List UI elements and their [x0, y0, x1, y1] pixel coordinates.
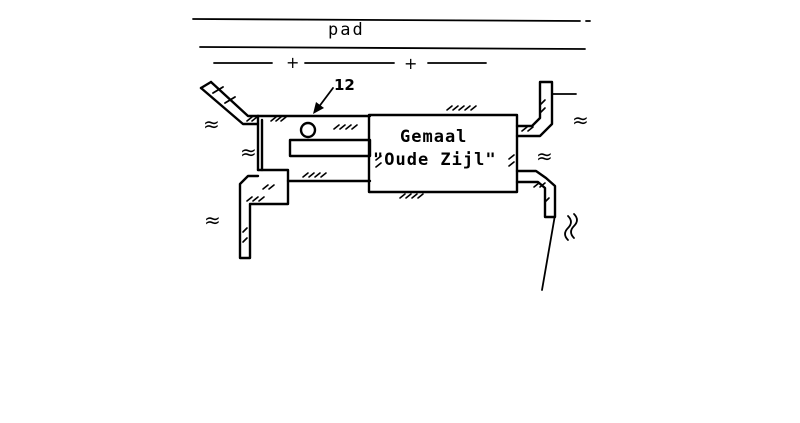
- water-symbols: ≈ ≈ ≈ ≈ ≈: [203, 108, 589, 241]
- reference-arrow-head: [313, 102, 324, 114]
- right-outlet-lower: [515, 169, 557, 291]
- water-symbol-left-mid: ≈: [240, 140, 257, 164]
- road-marker-left: +: [286, 53, 299, 72]
- inner-pipe: [288, 138, 372, 158]
- pumping-station: Gemaal "Oude Zijl": [367, 113, 519, 194]
- reference-arrow-shaft: [317, 87, 334, 109]
- hatching: [242, 99, 550, 243]
- road-marker-right: +: [404, 54, 417, 73]
- pumping-station-subname: "Oude Zijl": [373, 150, 497, 170]
- left-lower-wall: [238, 168, 290, 260]
- left-inlet-channel: [199, 80, 260, 126]
- structure-outline: [256, 114, 372, 183]
- right-outlet-upper: [515, 80, 577, 138]
- reference-callout: 12: [313, 76, 355, 114]
- water-symbol-right-bottom: [564, 213, 578, 241]
- valve-circle: [299, 121, 317, 139]
- road-edge-bottom: [199, 46, 586, 50]
- pumping-station-box: [367, 113, 519, 194]
- water-symbol-left-bottom: ≈: [204, 208, 221, 232]
- reference-number: 12: [334, 76, 355, 94]
- water-symbol-right-mid: ≈: [536, 144, 553, 168]
- road-edge-top: [192, 18, 581, 22]
- pumping-station-name: Gemaal: [400, 127, 467, 147]
- water-symbol-right-top: ≈: [572, 108, 589, 132]
- road-label: pad: [328, 20, 365, 40]
- road: pad + +: [192, 18, 591, 73]
- water-symbol-left-top: ≈: [203, 112, 220, 136]
